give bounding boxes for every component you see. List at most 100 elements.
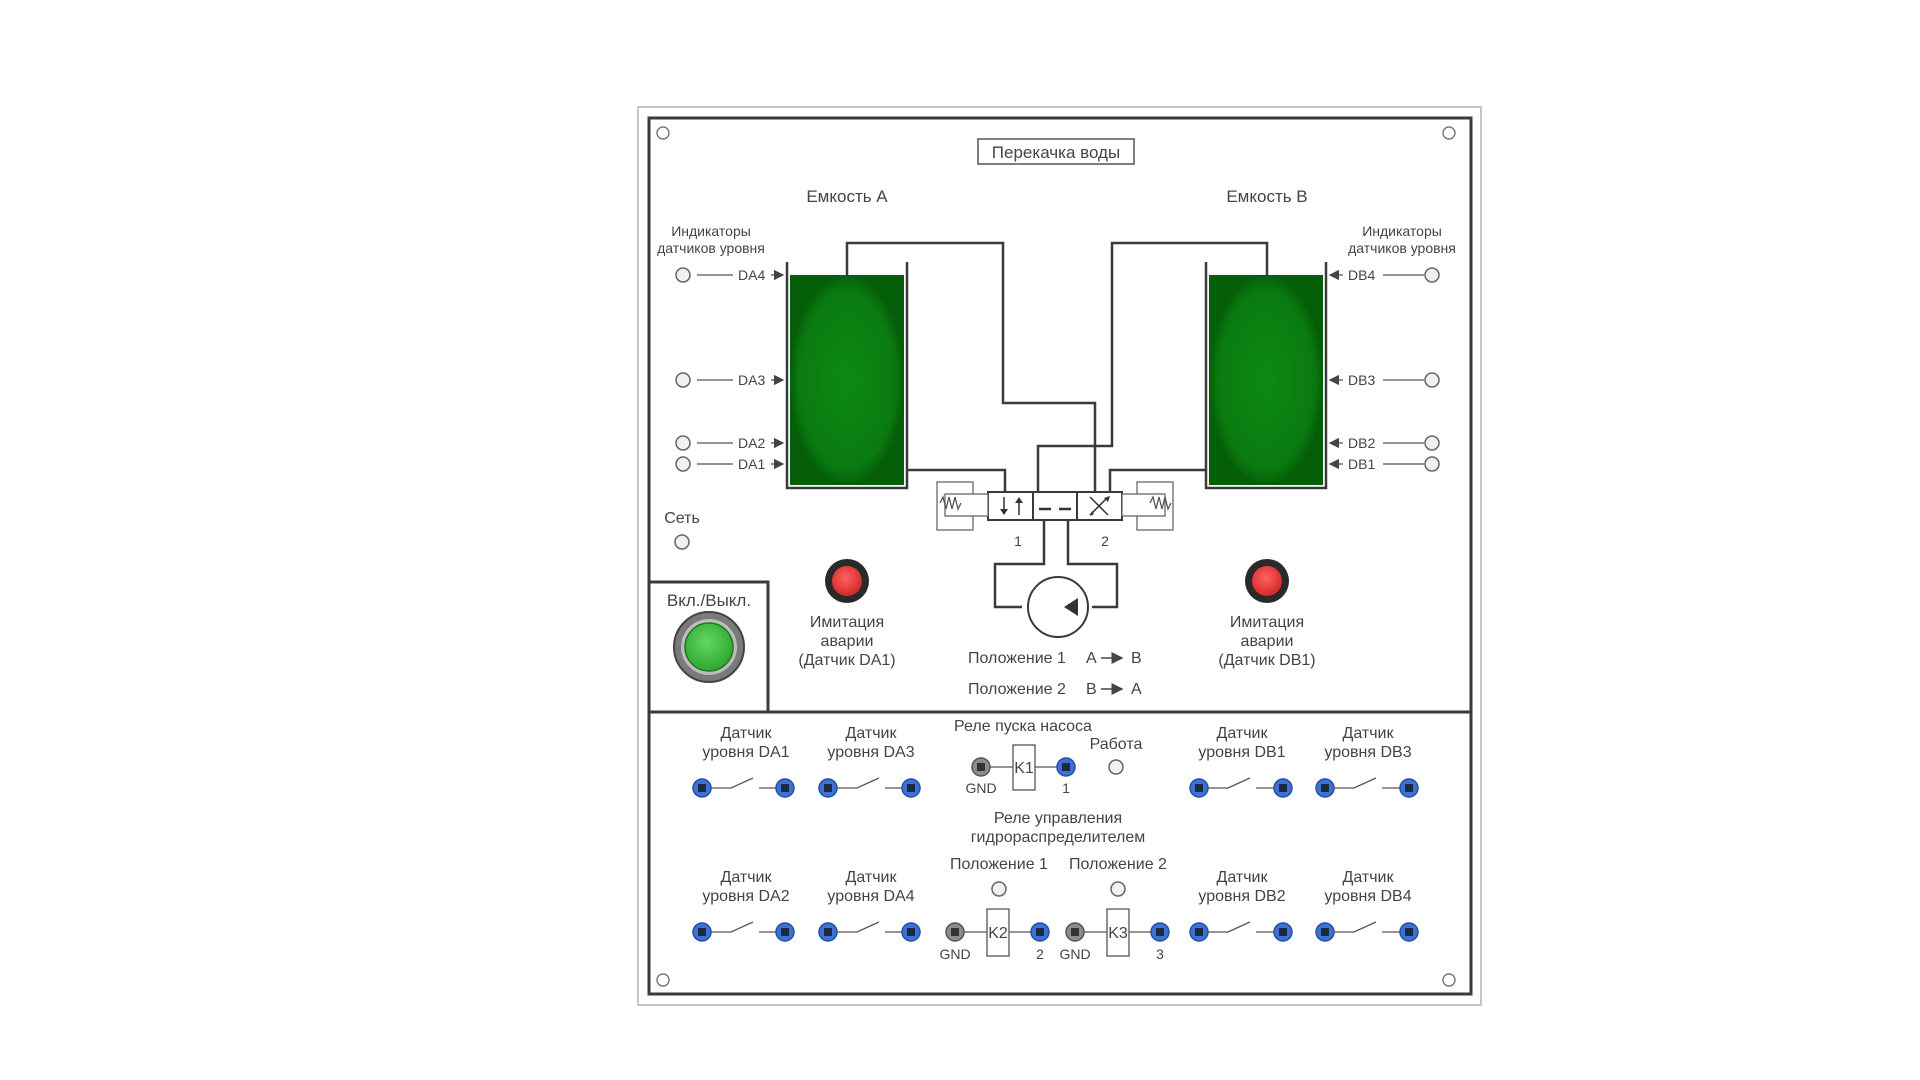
sensor-da4-caption-2: уровня DA4 bbox=[827, 888, 914, 905]
sensor-da2-caption: Датчик bbox=[721, 869, 773, 886]
alarm-button-b[interactable] bbox=[1245, 559, 1289, 603]
alarm-b-label-2: аварии bbox=[1241, 633, 1294, 650]
jack-k1-1[interactable] bbox=[1056, 757, 1076, 777]
indicator-db4: DB4 bbox=[1328, 267, 1440, 283]
jack-db4-left[interactable] bbox=[1315, 922, 1335, 942]
valve-relay-title-2: гидрораспределителем bbox=[971, 829, 1146, 846]
jack-k2-2[interactable] bbox=[1030, 922, 1050, 942]
jack-k3-3[interactable] bbox=[1150, 922, 1170, 942]
sensor-switch-db1: Датчик уровня DB1 bbox=[1189, 725, 1293, 798]
hydraulic-valve bbox=[936, 481, 1174, 531]
sensor-db2-caption-2: уровня DB2 bbox=[1198, 888, 1285, 905]
indicator-lamp-icon bbox=[675, 372, 691, 388]
sensor-db3-caption: Датчик bbox=[1343, 725, 1395, 742]
sensor-da4-caption: Датчик bbox=[846, 869, 898, 886]
power-button[interactable] bbox=[673, 611, 745, 683]
outer-panel-border bbox=[637, 106, 1482, 1006]
network-indicator-lamp bbox=[674, 534, 690, 550]
tank-b-indicators-caption-2: датчиков уровня bbox=[1348, 240, 1456, 256]
piping bbox=[845, 241, 1269, 609]
valve-pos1-indicator-lamp bbox=[991, 881, 1007, 897]
sensor-switch-db3: Датчик уровня DB3 bbox=[1315, 725, 1419, 798]
jack-da2-left[interactable] bbox=[692, 922, 712, 942]
sensor-da3-caption: Датчик bbox=[846, 725, 898, 742]
sensor-db2-caption: Датчик bbox=[1217, 869, 1269, 886]
pump-relay-title: Реле пуска насоса bbox=[954, 718, 1092, 735]
position-1-from: А bbox=[1086, 650, 1097, 667]
k2-terminal-label: 2 bbox=[1036, 946, 1044, 962]
alarm-a-label-3: (Датчик DA1) bbox=[798, 652, 895, 669]
k1-terminal-label: 1 bbox=[1062, 780, 1070, 796]
position-legend: Положение 1 А В Положение 2 В А bbox=[968, 650, 1142, 698]
power-button-label: Вкл./Выкл. bbox=[667, 591, 751, 610]
jack-k3-gnd[interactable] bbox=[1065, 922, 1085, 942]
corner-screw-icon bbox=[1442, 973, 1456, 987]
tank-a-water-level bbox=[790, 275, 904, 485]
jack-da4-left[interactable] bbox=[818, 922, 838, 942]
switch-contact-icon bbox=[1208, 921, 1274, 933]
sensor-db4-caption-2: уровня DB4 bbox=[1324, 888, 1411, 905]
sensor-da3-caption-2: уровня DA3 bbox=[827, 744, 914, 761]
indicator-lamp-icon bbox=[1424, 372, 1440, 388]
sensor-da1-caption: Датчик bbox=[721, 725, 773, 742]
jack-k1-gnd[interactable] bbox=[971, 757, 991, 777]
corner-screw-icon bbox=[1442, 126, 1456, 140]
switch-contact-icon bbox=[711, 777, 776, 789]
jack-db2-left[interactable] bbox=[1189, 922, 1209, 942]
jack-db4-right[interactable] bbox=[1399, 922, 1419, 942]
pump-work-indicator-lamp bbox=[1108, 759, 1124, 775]
sensor-label-da1: DA1 bbox=[738, 456, 765, 472]
tank-b-indicators-caption: Индикаторы bbox=[1362, 223, 1442, 239]
alarm-b-label: Имитация bbox=[1230, 614, 1304, 631]
sensor-switch-da3: Датчик уровня DA3 bbox=[818, 725, 921, 798]
jack-da3-left[interactable] bbox=[818, 778, 838, 798]
tank-b bbox=[1204, 262, 1328, 490]
indicator-da4: DA4 bbox=[675, 267, 785, 283]
indicator-lamp-icon bbox=[675, 435, 691, 451]
tank-a-label: Емкость А bbox=[806, 187, 888, 206]
alarm-a-label: Имитация bbox=[810, 614, 884, 631]
tank-a-sensor-indicators: DA4 DA3 DA2 DA1 bbox=[675, 267, 785, 472]
position-2-label: Положение 2 bbox=[968, 681, 1066, 698]
indicator-lamp-icon bbox=[675, 267, 691, 283]
alarm-button-a[interactable] bbox=[825, 559, 869, 603]
indicator-lamp-icon bbox=[1424, 435, 1440, 451]
sensor-label-db1: DB1 bbox=[1348, 456, 1375, 472]
k1-gnd-label: GND bbox=[965, 780, 996, 796]
jack-da3-right[interactable] bbox=[901, 778, 921, 798]
switch-contact-icon bbox=[711, 921, 776, 933]
corner-screw-icon bbox=[656, 973, 670, 987]
indicator-da3: DA3 bbox=[675, 372, 785, 388]
jack-da1-left[interactable] bbox=[692, 778, 712, 798]
sensor-switch-da1: Датчик уровня DA1 bbox=[692, 725, 795, 798]
indicator-da2: DA2 bbox=[675, 435, 785, 451]
sensor-switch-db2: Датчик уровня DB2 bbox=[1189, 869, 1293, 942]
jack-db3-left[interactable] bbox=[1315, 778, 1335, 798]
jack-db1-right[interactable] bbox=[1273, 778, 1293, 798]
alarm-a-label-2: аварии bbox=[821, 633, 874, 650]
jack-db2-right[interactable] bbox=[1273, 922, 1293, 942]
jack-da2-right[interactable] bbox=[775, 922, 795, 942]
k3-terminal-label: 3 bbox=[1156, 946, 1164, 962]
sensor-switch-da2: Датчик уровня DA2 bbox=[692, 869, 795, 942]
valve-relay: Реле управления гидрораспределителем Пол… bbox=[939, 810, 1170, 962]
sensor-db1-caption: Датчик bbox=[1217, 725, 1269, 742]
valve-position-1-number: 1 bbox=[1014, 533, 1022, 549]
position-2-to: А bbox=[1131, 681, 1142, 698]
relay-k2-label: K2 bbox=[988, 925, 1008, 942]
jack-db1-left[interactable] bbox=[1189, 778, 1209, 798]
spring-icon bbox=[939, 495, 962, 511]
relay-k3-label: K3 bbox=[1108, 925, 1128, 942]
valve-relay-pos1-label: Положение 1 bbox=[950, 856, 1048, 873]
sensor-label-da2: DA2 bbox=[738, 435, 765, 451]
valve-position-2-number: 2 bbox=[1101, 533, 1109, 549]
jack-da4-right[interactable] bbox=[901, 922, 921, 942]
tank-b-label: Емкость В bbox=[1226, 187, 1307, 206]
jack-k2-gnd[interactable] bbox=[945, 922, 965, 942]
pump-relay-work-label: Работа bbox=[1090, 736, 1143, 753]
jack-db3-right[interactable] bbox=[1399, 778, 1419, 798]
spring-icon bbox=[1149, 495, 1172, 511]
corner-screw-icon bbox=[656, 126, 670, 140]
jack-da1-right[interactable] bbox=[775, 778, 795, 798]
sensor-label-db4: DB4 bbox=[1348, 267, 1375, 283]
